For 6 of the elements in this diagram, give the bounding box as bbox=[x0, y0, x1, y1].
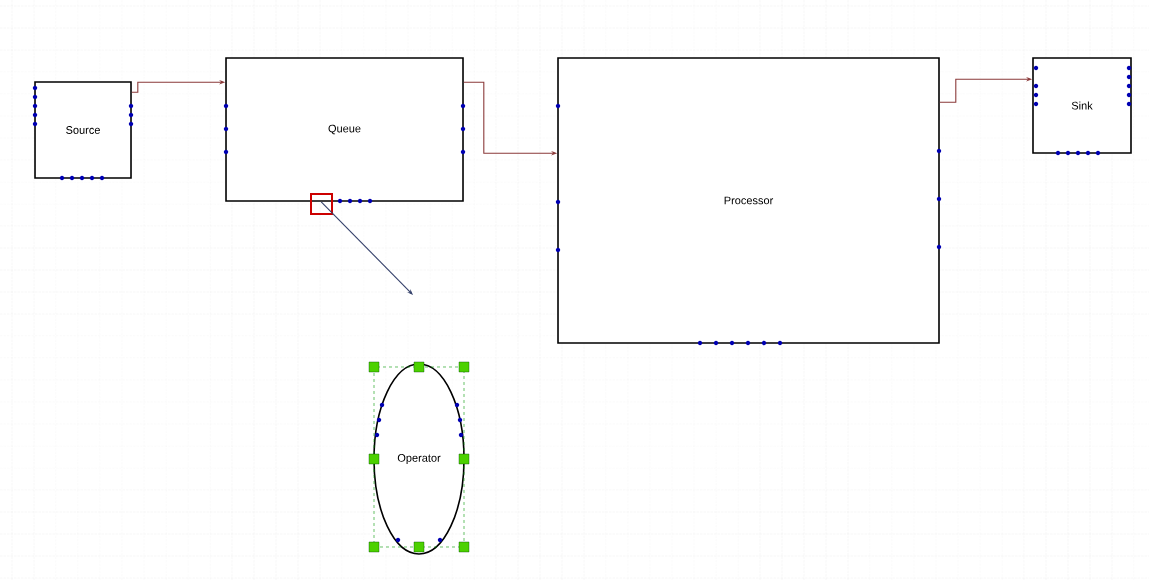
arrow bbox=[320, 201, 413, 295]
block-box: Source bbox=[34, 81, 132, 179]
block-box: Queue bbox=[225, 57, 464, 202]
block-box: Processor bbox=[557, 57, 940, 344]
block-box: Sink bbox=[1032, 57, 1132, 154]
ellipse-node: Operator bbox=[373, 363, 465, 555]
